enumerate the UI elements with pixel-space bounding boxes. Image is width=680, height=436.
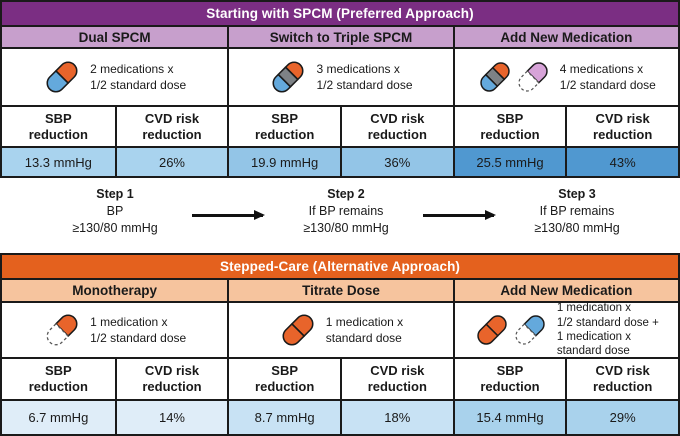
- spcm-section: Starting with SPCM (Preferred Approach) …: [0, 0, 680, 178]
- pill-orange-dashed-icon: [46, 314, 78, 346]
- add-new-medication-cell-spcm: 4 medications x 1/2 standard dose: [452, 47, 678, 105]
- step-3: Step 3 If BP remains ≥130/80 mmHg: [534, 187, 620, 235]
- titrate-dose-medication-cell: 1 medication x standard dose: [227, 301, 453, 357]
- sbp-value-add-new-medication: 15.4 mmHg: [452, 399, 566, 434]
- pill-pink-dashed-icon: [518, 62, 548, 92]
- medication-description: 4 medications x 1/2 standard dose: [559, 61, 656, 92]
- cvd-risk-reduction-header: CVD risk reduction: [565, 357, 678, 399]
- sbp-value-dual-spcm: 13.3 mmHg: [2, 146, 115, 176]
- cvd-risk-reduction-header: CVD risk reduction: [114, 105, 228, 146]
- column-header-triple-spcm: Switch to Triple SPCM: [227, 25, 453, 47]
- pill-group: [474, 312, 548, 348]
- sbp-reduction-header: SBP reduction: [2, 357, 115, 399]
- sbp-reduction-header: SBP reduction: [452, 105, 566, 146]
- column-header-dual-spcm: Dual SPCM: [2, 25, 228, 47]
- pill-orange-gray-blue-icon: [272, 61, 304, 93]
- column-header-add-new-medication: Add New Medication: [452, 25, 678, 47]
- cvd-value-triple-spcm: 36%: [339, 146, 453, 176]
- pill-blue-dashed-icon: [515, 315, 545, 345]
- cvd-value-add-new-medication: 43%: [565, 146, 678, 176]
- sbp-reduction-header: SBP reduction: [227, 105, 340, 146]
- pill-orange-blue-icon: [46, 61, 78, 93]
- cvd-risk-reduction-header: CVD risk reduction: [339, 105, 453, 146]
- column-header-add-new-medication: Add New Medication: [452, 278, 678, 301]
- cvd-value-dual-spcm: 26%: [114, 146, 228, 176]
- spcm-section-title: Starting with SPCM (Preferred Approach): [2, 2, 678, 25]
- column-header-titrate-dose: Titrate Dose: [227, 278, 453, 301]
- cvd-risk-reduction-header: CVD risk reduction: [565, 105, 678, 146]
- monotherapy-medication-cell: 1 medication x 1/2 standard dose: [2, 301, 228, 357]
- sbp-value-titrate-dose: 8.7 mmHg: [227, 399, 340, 434]
- stepped-care-section: Stepped-Care (Alternative Approach) Mono…: [0, 253, 680, 436]
- step-2: Step 2 If BP remains ≥130/80 mmHg: [303, 187, 389, 235]
- pill-orange-full-icon: [282, 314, 314, 346]
- pill-orange-full-icon: [477, 315, 507, 345]
- pill-group: [477, 59, 551, 95]
- cvd-risk-reduction-header: CVD risk reduction: [339, 357, 453, 399]
- triple-spcm-medication-cell: 3 medications x 1/2 standard dose: [227, 47, 453, 105]
- pill-orange-gray-blue-icon: [480, 62, 510, 92]
- medication-description: 1 medication x 1/2 standard dose: [90, 314, 187, 345]
- column-header-monotherapy: Monotherapy: [2, 278, 228, 301]
- dual-spcm-medication-cell: 2 medications x 1/2 standard dose: [2, 47, 228, 105]
- sbp-reduction-header: SBP reduction: [2, 105, 115, 146]
- sbp-reduction-header: SBP reduction: [227, 357, 340, 399]
- arrow-right-icon: [192, 214, 263, 217]
- medication-description: 3 medications x 1/2 standard dose: [316, 61, 413, 92]
- cvd-value-add-new-medication: 29%: [565, 399, 678, 434]
- steps-band: Step 1 BP ≥130/80 mmHg Step 2 If BP rema…: [0, 178, 680, 253]
- sbp-value-triple-spcm: 19.9 mmHg: [227, 146, 340, 176]
- stepped-care-section-title: Stepped-Care (Alternative Approach): [2, 255, 678, 278]
- medication-description: 2 medications x 1/2 standard dose: [90, 61, 187, 92]
- add-new-medication-cell-stepped-care: 1 medication x 1/2 standard dose + 1 med…: [452, 301, 678, 358]
- step-1: Step 1 BP ≥130/80 mmHg: [72, 187, 158, 235]
- sbp-value-add-new-medication: 25.5 mmHg: [452, 146, 566, 176]
- cvd-value-titrate-dose: 18%: [339, 399, 453, 434]
- medication-description: 1 medication x 1/2 standard dose + 1 med…: [556, 302, 659, 358]
- medication-description: 1 medication x standard dose: [325, 314, 404, 345]
- sbp-value-monotherapy: 6.7 mmHg: [2, 399, 115, 434]
- sbp-reduction-header: SBP reduction: [452, 357, 566, 399]
- cvd-risk-reduction-header: CVD risk reduction: [114, 357, 228, 399]
- arrow-right-icon: [423, 214, 494, 217]
- cvd-value-monotherapy: 14%: [114, 399, 228, 434]
